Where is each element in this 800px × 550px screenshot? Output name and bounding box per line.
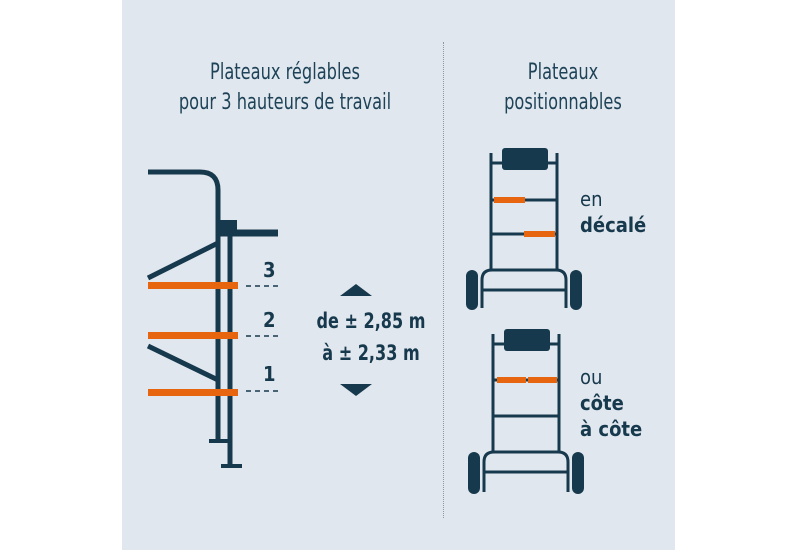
platform-levels — [148, 282, 238, 396]
level-1-label: 1 — [263, 362, 276, 386]
option-side-text-1: côte — [580, 391, 624, 415]
right-title-line1: Plateaux — [527, 60, 599, 85]
option-staggered-prefix: en — [580, 187, 603, 211]
platform-a — [494, 197, 525, 203]
option-side-prefix: ou — [580, 365, 603, 389]
option-staggered-label: en décalé — [580, 186, 646, 238]
top-view-staggered — [466, 148, 582, 310]
arrow-down-icon — [340, 384, 372, 396]
section-divider — [443, 42, 444, 518]
height-max: de ± 2,85 m — [316, 309, 426, 333]
left-title-line1: Plateaux réglables — [210, 60, 360, 85]
arrow-up-icon — [340, 284, 372, 296]
scaffold-side-view — [146, 169, 278, 468]
level-2-label: 2 — [263, 308, 276, 332]
right-title-line2: positionnables — [504, 90, 622, 115]
platform-b — [524, 231, 555, 237]
right-section-title: Plateaux positionnables — [469, 58, 658, 118]
level-3-label: 3 — [263, 258, 276, 282]
option-staggered-text: décalé — [580, 213, 647, 237]
left-section-title: Plateaux réglables pour 3 hauteurs de tr… — [158, 58, 412, 118]
platform-d — [528, 377, 557, 383]
top-view-side-by-side — [468, 329, 584, 494]
platform-c — [497, 377, 526, 383]
height-range: de ± 2,85 m à ± 2,33 m — [307, 305, 435, 369]
height-min: à ± 2,33 m — [322, 341, 420, 365]
option-side-text-2: à côte — [580, 417, 643, 441]
left-title-line2: pour 3 hauteurs de travail — [178, 90, 392, 115]
option-side-by-side-label: ou côte à côte — [580, 364, 642, 442]
